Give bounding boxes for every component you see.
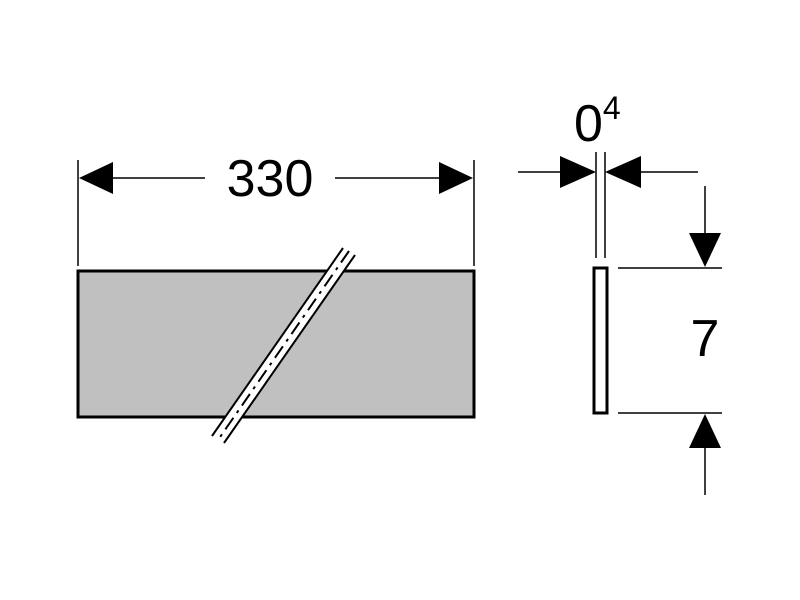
thickness-dimension-superscript: 4 [603,90,621,126]
break-line-right [223,254,356,444]
panel-side-view [592,266,609,415]
thickness-dimension: 04 [518,90,698,258]
arrowhead-thickness-right [605,156,641,188]
break-band [212,248,355,443]
width-dimension: 330 [77,150,475,266]
height-dimension-label: 7 [691,310,720,368]
arrowhead-height-top [689,233,721,267]
front-view: 330 [76,150,476,444]
break-line-left [211,247,344,437]
arrowhead-height-bottom [689,414,721,448]
arrowhead-thickness-left [560,156,596,188]
arrowhead-right [439,162,473,194]
height-dimension: 7 [618,186,722,495]
break-center-dashed [217,250,350,441]
thickness-dimension-label: 04 [574,90,621,153]
width-dimension-label: 330 [227,150,314,208]
arrowhead-left [79,162,113,194]
break-symbol [211,247,356,444]
thickness-dimension-value: 0 [574,95,603,153]
side-view: 04 7 [518,90,722,495]
